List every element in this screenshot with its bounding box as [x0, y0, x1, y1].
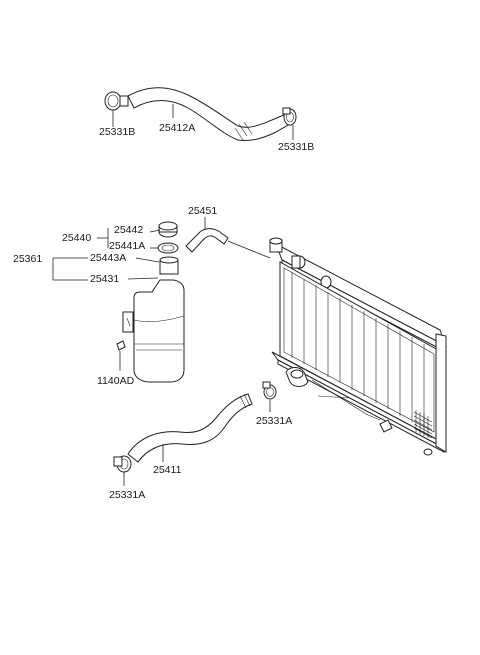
- label-reservoir: 25431: [90, 273, 119, 285]
- label-gasket: 25441A: [109, 240, 145, 252]
- clamp-bottom: [113, 455, 132, 473]
- reservoir-gasket: [157, 242, 179, 254]
- label-hose-small: 25451: [188, 205, 217, 217]
- label-clamp-bottom: 25331A: [109, 489, 145, 501]
- label-bolt: 1140AD: [97, 375, 135, 387]
- radiator: [269, 237, 447, 456]
- reservoir-cap: [158, 221, 178, 238]
- reservoir-tank: [122, 256, 185, 383]
- clamp-top-left: [104, 91, 129, 111]
- clamp-top-right: [282, 107, 297, 126]
- label-assembly-cap: 25440: [62, 232, 91, 244]
- clamp-mid: [262, 381, 277, 400]
- label-clamp-top-right: 25331B: [278, 141, 314, 153]
- leader-cap: [149, 229, 161, 233]
- label-reservoir-group: 25361: [13, 253, 42, 265]
- label-upper-hose: 25412A: [159, 122, 195, 134]
- overflow-hose: [185, 228, 271, 259]
- label-lower-hose: 25411: [153, 464, 182, 476]
- leader-reservoir: [127, 277, 159, 280]
- upper-hose: [127, 87, 291, 141]
- lower-hose: [127, 393, 253, 463]
- label-clamp-mid: 25331A: [256, 415, 292, 427]
- leader-filler-neck: [135, 257, 160, 263]
- label-cap: 25442: [114, 224, 143, 236]
- label-filler-neck: 25443A: [90, 252, 126, 264]
- mounting-bolt: [116, 340, 126, 351]
- label-clamp-top-left: 25331B: [99, 126, 135, 138]
